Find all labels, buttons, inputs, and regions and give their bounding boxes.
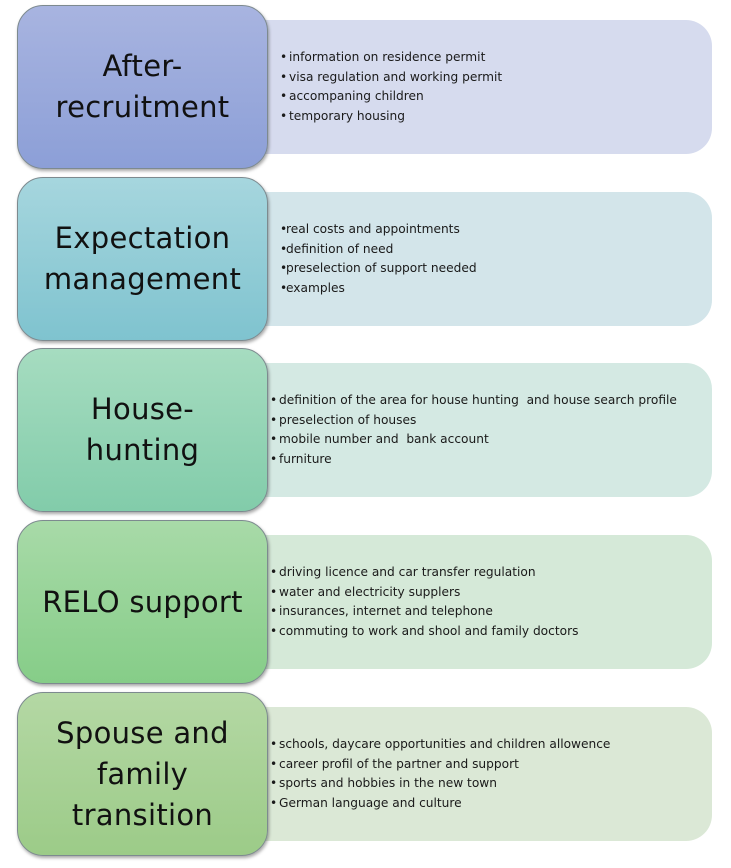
stage-title: House-hunting	[85, 392, 200, 467]
list-item: •accompaning children	[280, 87, 712, 107]
stage-title: After-recruitment	[55, 49, 230, 124]
stage-details-panel: •schools, daycare opportunities and chil…	[258, 707, 712, 841]
bullet-icon: •	[270, 756, 278, 771]
stage-details-list: •information on residence permit •visa r…	[280, 48, 712, 126]
bullet-icon: •	[270, 393, 278, 407]
stage-title-box: House-hunting	[17, 348, 268, 512]
stage-details-panel: •information on residence permit •visa r…	[258, 20, 712, 154]
list-item: •visa regulation and working permit	[280, 68, 712, 88]
bullet-icon: •	[270, 584, 278, 599]
list-item: •examples	[280, 279, 712, 299]
list-item: •real costs and appointments	[280, 220, 712, 240]
list-item: •preselection of houses	[270, 411, 712, 431]
bullet-icon: •	[280, 280, 288, 295]
bullet-icon: •	[270, 412, 278, 427]
stage-details-panel: •definition of the area for house huntin…	[258, 363, 712, 497]
bullet-icon: •	[270, 451, 278, 466]
list-item: •commuting to work and shool and family …	[270, 622, 712, 642]
list-item: •schools, daycare opportunities and chil…	[270, 735, 712, 755]
list-item: •driving licence and car transfer regula…	[270, 563, 712, 583]
bullet-icon: •	[270, 737, 278, 751]
bullet-icon: •	[280, 69, 288, 84]
stage-details-list: •definition of the area for house huntin…	[270, 391, 712, 469]
list-item: •furniture	[270, 450, 712, 470]
list-item: •preselection of support needed	[280, 259, 712, 279]
stage-details-list: •schools, daycare opportunities and chil…	[270, 735, 712, 813]
list-item: •temporary housing	[280, 107, 712, 127]
list-item: •career profil of the partner and suppor…	[270, 755, 712, 775]
bullet-icon: •	[270, 432, 278, 446]
stage-relo-support: •driving licence and car transfer regula…	[0, 520, 731, 684]
list-item: •water and electricity supplers	[270, 583, 712, 603]
list-item: •insurances, internet and telephone	[270, 602, 712, 622]
bullet-icon: •	[270, 623, 278, 638]
bullet-icon: •	[270, 565, 278, 579]
stage-after-recruitment: •information on residence permit •visa r…	[0, 5, 731, 169]
bullet-icon: •	[280, 222, 288, 236]
bullet-icon: •	[280, 241, 288, 256]
bullet-icon: •	[280, 89, 288, 103]
list-item: •sports and hobbies in the new town	[270, 774, 712, 794]
stage-details-panel: •driving licence and car transfer regula…	[258, 535, 712, 669]
bullet-icon: •	[270, 776, 278, 790]
stage-title-box: RELO support	[17, 520, 268, 684]
bullet-icon: •	[280, 261, 288, 275]
list-item: •mobile number and bank account	[270, 430, 712, 450]
stage-expectation-management: •real costs and appointments •definition…	[0, 177, 731, 341]
stage-details-list: •real costs and appointments •definition…	[280, 220, 712, 298]
stage-title: RELO support	[42, 584, 243, 619]
bullet-icon: •	[280, 50, 288, 64]
list-item: •German language and culture	[270, 794, 712, 814]
stage-spouse-family-transition: •schools, daycare opportunities and chil…	[0, 692, 731, 856]
bullet-icon: •	[280, 108, 288, 123]
list-item: •definition of the area for house huntin…	[270, 391, 712, 411]
stage-title-box: After-recruitment	[17, 5, 268, 169]
stage-details-panel: •real costs and appointments •definition…	[258, 192, 712, 326]
list-item: •definition of need	[280, 240, 712, 260]
bullet-icon: •	[270, 795, 278, 810]
stage-details-list: •driving licence and car transfer regula…	[270, 563, 712, 641]
stage-house-hunting: •definition of the area for house huntin…	[0, 348, 731, 512]
bullet-icon: •	[270, 604, 278, 618]
list-item: •information on residence permit	[280, 48, 712, 68]
